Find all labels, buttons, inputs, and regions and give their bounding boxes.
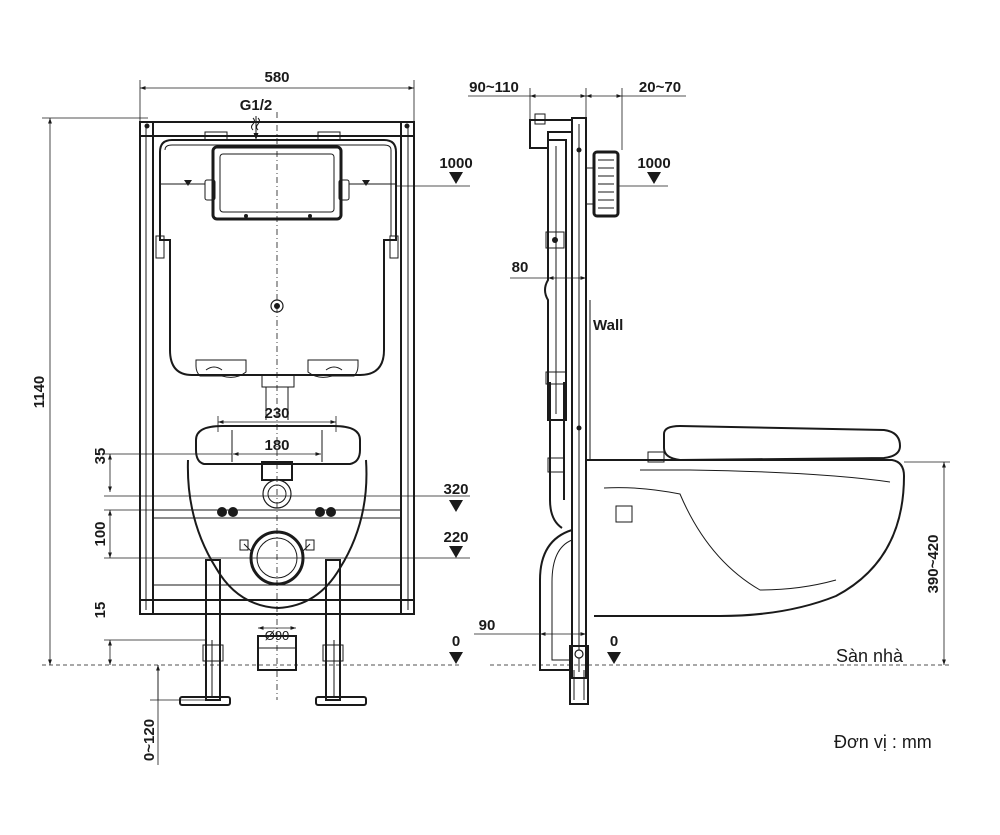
- fixing-bolt-left-outer: [217, 507, 227, 517]
- side-drain-bend: [539, 529, 573, 671]
- side-level-1000-label: 1000: [637, 155, 670, 172]
- adjustment-0-120-label: 0~120: [141, 719, 158, 761]
- dim-15-label: 15: [92, 602, 109, 619]
- dim-35-label: 35: [92, 448, 109, 465]
- support-leg-left: [205, 559, 221, 701]
- width-580-label: 580: [264, 69, 289, 86]
- side-cistern-profile: [544, 139, 567, 421]
- unit-note: Đơn vị : mm: [834, 732, 932, 752]
- toilet-bowl-body: [594, 459, 906, 617]
- side-level-0-label: 0: [610, 633, 618, 650]
- bowl-top-rim: [195, 425, 361, 465]
- height-390-420-label: 390~420: [925, 535, 942, 594]
- floor-label: Sàn nhà: [836, 646, 904, 666]
- tank-bottom-bracket-left: [195, 359, 247, 378]
- leg-foot-left: [179, 696, 231, 706]
- level-220-label: 220: [443, 529, 468, 546]
- dim-90-label: 90: [479, 617, 496, 634]
- side-valve-block: [545, 231, 565, 249]
- side-top-bracket: [529, 119, 573, 149]
- tank-bottom-bracket-right: [307, 359, 359, 378]
- water-inlet-icon: [251, 117, 260, 131]
- fixing-bolt-right-outer: [326, 507, 336, 517]
- front-level-0-label: 0: [452, 633, 460, 650]
- side-frame-upright: [571, 117, 587, 679]
- frame-bottom-bar: [139, 599, 415, 615]
- dim-100-label: 100: [92, 521, 109, 546]
- wall-label: Wall: [593, 317, 623, 334]
- level-320-label: 320: [443, 481, 468, 498]
- support-leg-right: [325, 559, 341, 701]
- side-support-foot: [569, 645, 589, 705]
- side-flush-pipe: [549, 382, 563, 529]
- bowl-front-body: [186, 459, 368, 610]
- inlet-g12-label: G1/2: [240, 97, 273, 114]
- dim-20-70-label: 20~70: [639, 79, 681, 96]
- dim-80-label: 80: [512, 259, 529, 276]
- front-level-1000-label: 1000: [439, 155, 472, 172]
- toilet-seat-lid: [663, 424, 902, 462]
- front-view: 580 1140 G1/2: [31, 69, 473, 765]
- leg-foot-right: [315, 696, 367, 706]
- side-view: 90~110 20~70 1000 80 Wall: [468, 79, 950, 705]
- tank-top-clip-left: [204, 131, 228, 141]
- tank-top-clip-right: [317, 131, 341, 141]
- dim-180-label: 180: [264, 437, 289, 454]
- dim-90-110-label: 90~110: [469, 79, 519, 96]
- height-1140-label: 1140: [31, 376, 48, 409]
- cistern-tank: [159, 139, 397, 376]
- level-marker-icon: [449, 172, 463, 184]
